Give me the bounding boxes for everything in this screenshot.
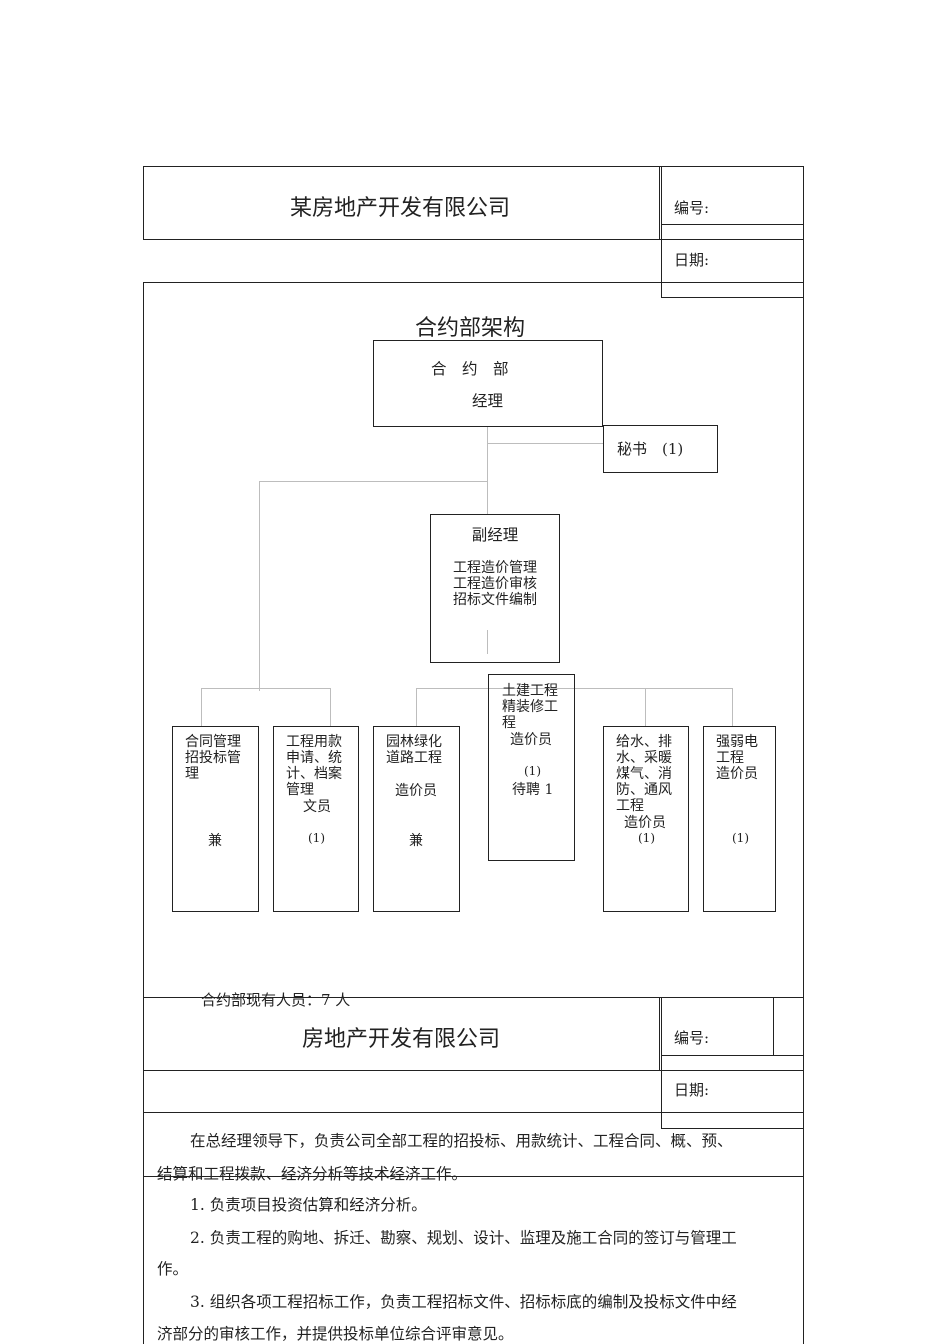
connector [259, 481, 488, 482]
rule [143, 1070, 662, 1072]
deputy-duty: 工程造价管理 [453, 560, 537, 576]
staff-text: 工程用款 [286, 734, 342, 750]
staff-text: 招投标管 [185, 750, 241, 766]
connector [645, 688, 646, 726]
staff-text: 工程 [716, 750, 744, 766]
rule [143, 239, 662, 241]
staff-text: 程 [502, 715, 516, 731]
number-label: 编号: [674, 1029, 710, 1047]
staff-text: 煤气、消 [616, 766, 672, 782]
rule [661, 997, 663, 1129]
staff-box-mep [603, 726, 689, 912]
rule [803, 166, 805, 298]
staff-text: 合同管理 [185, 734, 241, 750]
staff-text: 精装修工 [502, 699, 558, 715]
rule [143, 997, 804, 999]
intro-text: 在总经理领导下，负责公司全部工程的招投标、用款统计、工程合同、概、预、 [190, 1132, 733, 1150]
rule [143, 166, 804, 168]
rule [661, 1055, 804, 1057]
manager-box [373, 340, 603, 427]
duty-item: 济部分的审核工作，并提供投标单位综合评审意见。 [157, 1325, 514, 1343]
rule [143, 166, 145, 240]
staff-box-landscape [373, 726, 460, 912]
deputy-duty: 工程造价审核 [453, 576, 537, 592]
rule [803, 997, 805, 1344]
staff-role: 造价员 [624, 815, 666, 831]
manager-title: 合 约 部 [431, 360, 509, 378]
rule [661, 297, 804, 299]
rule [143, 997, 145, 1344]
connector [416, 688, 417, 726]
staff-text: 申请、统 [286, 750, 342, 766]
rule [773, 997, 775, 1055]
duty-item: 1. 负责项目投资估算和经济分析。 [190, 1196, 427, 1214]
frame-right [803, 297, 805, 998]
rule [143, 1112, 662, 1114]
connector [487, 630, 488, 654]
rule [659, 997, 661, 1071]
staff-box-clerk [273, 726, 359, 912]
date-label: 日期: [674, 251, 710, 269]
staff-count: (1) [638, 831, 655, 845]
staff-text: 工程 [616, 798, 644, 814]
deputy-title: 副经理 [471, 526, 519, 544]
staff-note: 待聘 1 [512, 782, 554, 798]
rule [143, 282, 662, 284]
connector [487, 443, 604, 444]
staff-box-electrical [703, 726, 776, 912]
deputy-box [430, 514, 560, 663]
connector [732, 688, 733, 726]
staff-box-civil [488, 674, 575, 861]
staff-text: 道路工程 [386, 750, 442, 766]
staff-note: 兼 [409, 833, 423, 849]
rule [661, 166, 663, 298]
staff-text: 管理 [286, 782, 314, 798]
staff-text: 强弱电 [716, 734, 758, 750]
duty-item: 作。 [157, 1260, 189, 1278]
company-name: 某房地产开发有限公司 [290, 196, 511, 221]
staff-text: 防、通风 [616, 782, 672, 798]
staff-text: 水、采暖 [616, 750, 672, 766]
duty-item: 2. 负责工程的购地、拆迁、勘察、规划、设计、监理及施工合同的签订与管理工 [190, 1229, 737, 1247]
duty-item: 3. 组织各项工程招标工作，负责工程招标文件、招标标底的编制及投标文件中经 [190, 1293, 737, 1311]
staff-count: (1) [308, 831, 325, 845]
rule [661, 282, 804, 284]
date-label: 日期: [674, 1081, 710, 1099]
staff-text: 土建工程 [502, 683, 558, 699]
company-name: 房地产开发有限公司 [302, 1027, 501, 1052]
staff-text: 给水、排 [616, 734, 672, 750]
staff-text: 计、档案 [286, 766, 342, 782]
rule [661, 239, 804, 241]
staff-count: (1) [732, 831, 749, 845]
headcount-note: 合约部现有人员：7 人 [201, 991, 351, 1009]
rule [143, 1176, 804, 1178]
connector [201, 688, 202, 726]
staff-note: 兼 [208, 833, 222, 849]
rule [661, 1070, 804, 1072]
connector [259, 481, 260, 691]
secretary-box [603, 425, 718, 473]
staff-text: 理 [185, 766, 199, 782]
staff-text: 造价员 [716, 766, 758, 782]
rule [659, 166, 661, 240]
staff-role: 文员 [303, 799, 331, 815]
staff-box-contract [172, 726, 259, 912]
secretary-label: 秘书 (1) [617, 440, 684, 458]
rule [661, 1128, 804, 1130]
deputy-duty: 招标文件编制 [453, 592, 537, 608]
manager-title-2: 经理 [472, 392, 504, 410]
rule [661, 224, 804, 226]
rule [661, 1112, 804, 1114]
staff-role: 造价员 [395, 783, 437, 799]
intro-text: 结算和工程拨款、经济分析等技术经济工作。 [157, 1165, 468, 1183]
connector [201, 688, 331, 689]
number-label: 编号: [674, 199, 710, 217]
connector [487, 426, 488, 514]
chart-title: 合约部架构 [415, 316, 526, 341]
connector [330, 688, 331, 726]
staff-text: 园林绿化 [386, 734, 442, 750]
frame-left [143, 282, 145, 998]
staff-count: (1) [524, 764, 541, 778]
staff-role: 造价员 [510, 732, 552, 748]
